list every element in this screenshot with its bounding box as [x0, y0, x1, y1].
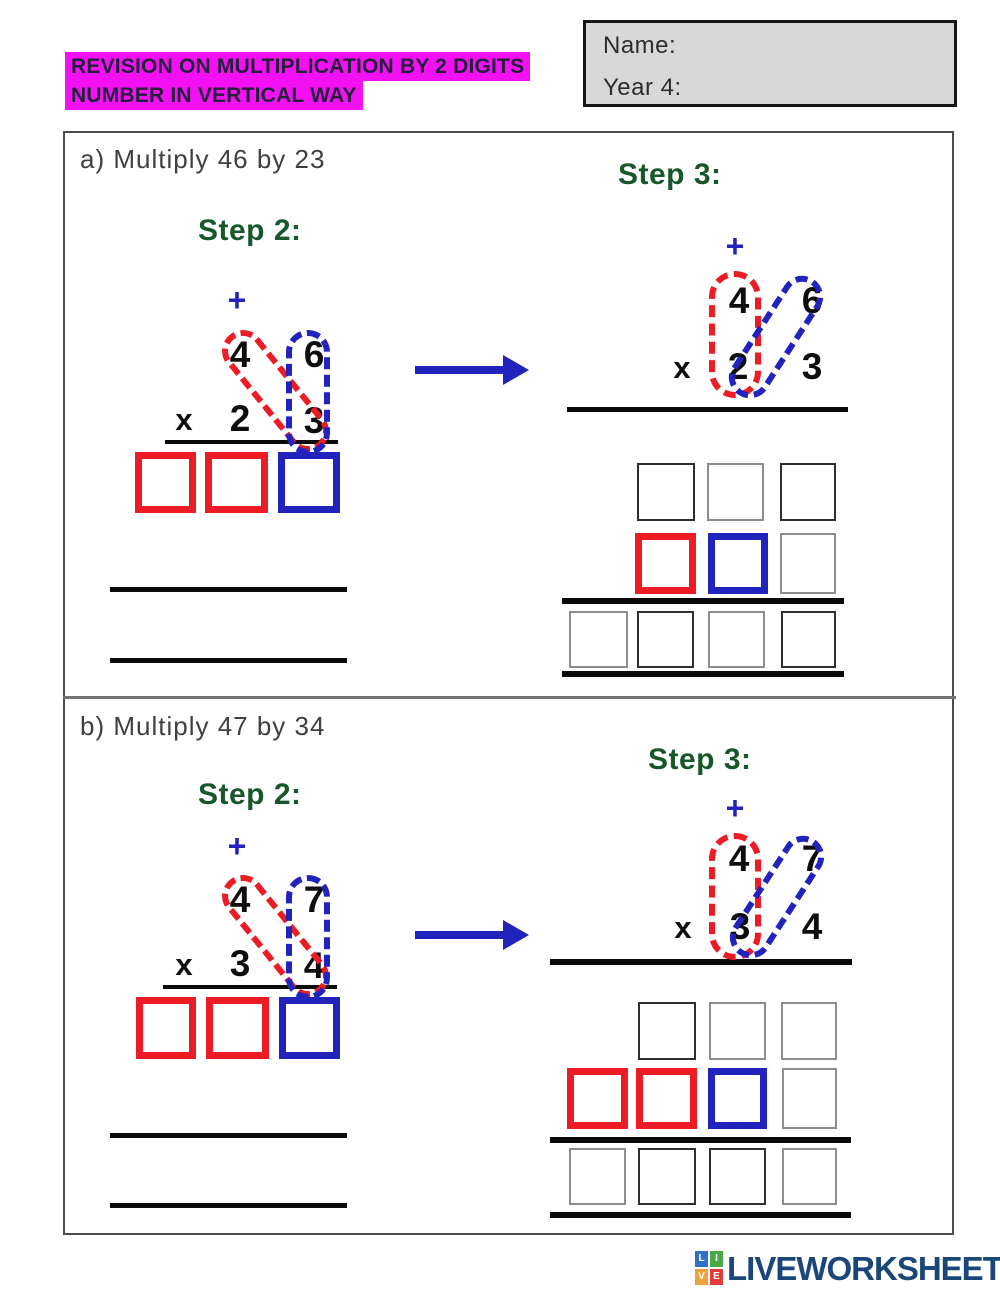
answer-box[interactable]	[637, 611, 694, 668]
equals-line	[165, 440, 338, 444]
answer-box[interactable]	[635, 533, 696, 594]
equals-line	[550, 959, 852, 965]
digit-ones-top: 7	[801, 838, 823, 879]
arrow-right-icon	[503, 920, 529, 950]
sum-line	[562, 598, 844, 604]
answer-box[interactable]	[709, 1002, 766, 1060]
multiply-sign: x	[674, 910, 692, 945]
logo-letter-e: E	[710, 1269, 723, 1285]
answer-box[interactable]	[569, 611, 628, 668]
multiply-sign: x	[175, 402, 193, 437]
red-vertical-oval	[709, 271, 761, 398]
step3-label-a: Step 3:	[618, 158, 722, 191]
digit-ones-bottom: 3	[801, 346, 823, 387]
section-divider	[63, 696, 956, 699]
answer-box[interactable]	[205, 452, 268, 513]
answer-box[interactable]	[206, 997, 269, 1059]
blue-vertical-oval	[286, 330, 330, 455]
answer-box[interactable]	[135, 452, 196, 513]
answer-box[interactable]	[637, 463, 695, 521]
answer-box[interactable]	[638, 1002, 696, 1060]
answer-box[interactable]	[708, 611, 765, 668]
worksheet-title: REVISION ON MULTIPLICATION BY 2 DIGITS N…	[65, 52, 531, 110]
answer-box[interactable]	[136, 997, 196, 1059]
liveworksheets-logo-icon[interactable]: L I V E	[695, 1251, 725, 1286]
year-field[interactable]: Year 4:	[603, 74, 682, 101]
worksheet-title-line2: NUMBER IN VERTICAL WAY	[65, 81, 363, 110]
answer-box[interactable]	[708, 533, 768, 594]
problem-a-title: a) Multiply 46 by 23	[80, 144, 326, 174]
sum-line	[550, 1137, 851, 1143]
multiply-sign: x	[673, 350, 691, 385]
name-year-box: Name: Year 4:	[583, 20, 957, 107]
logo-letter-v: V	[695, 1269, 708, 1285]
answer-line[interactable]	[110, 1203, 347, 1208]
digit-ones-bottom: 4	[801, 906, 823, 947]
sum-line	[550, 1212, 851, 1218]
answer-box[interactable]	[638, 1148, 696, 1205]
plus-sign: +	[725, 228, 745, 264]
answer-line[interactable]	[110, 587, 347, 592]
plus-sign: +	[227, 282, 247, 318]
answer-box[interactable]	[636, 1068, 697, 1129]
plus-sign: +	[725, 790, 745, 826]
arrow-right-icon	[415, 366, 505, 374]
answer-box[interactable]	[780, 463, 836, 521]
step2-label-b: Step 2:	[198, 778, 302, 811]
answer-box[interactable]	[567, 1068, 628, 1129]
digit-tens-top: 4	[229, 334, 251, 375]
problem-b-title: b) Multiply 47 by 34	[80, 711, 326, 741]
multiply-sign: x	[175, 947, 193, 982]
step2-label-a: Step 2:	[198, 214, 302, 247]
answer-box[interactable]	[707, 463, 764, 521]
logo-letter-i: I	[710, 1251, 723, 1267]
answer-box[interactable]	[708, 1068, 767, 1129]
arrow-right-icon	[415, 931, 505, 939]
equals-line	[567, 407, 848, 412]
answer-box[interactable]	[279, 997, 340, 1059]
answer-box[interactable]	[782, 1148, 837, 1205]
answer-box[interactable]	[780, 533, 836, 594]
answer-box[interactable]	[709, 1148, 766, 1205]
plus-sign: +	[227, 828, 247, 864]
worksheet-title-line1: REVISION ON MULTIPLICATION BY 2 DIGITS	[65, 52, 531, 81]
digit-tens-top: 4	[229, 879, 251, 920]
answer-box[interactable]	[781, 611, 836, 668]
answer-line[interactable]	[110, 1133, 347, 1138]
equals-line	[163, 985, 337, 989]
name-field[interactable]: Name:	[603, 32, 677, 59]
liveworksheets-logo-text[interactable]: LIVEWORKSHEETS	[727, 1250, 1000, 1287]
sum-line	[562, 671, 844, 677]
answer-box[interactable]	[278, 452, 340, 513]
answer-box[interactable]	[569, 1148, 626, 1205]
logo-letter-l: L	[695, 1251, 708, 1267]
answer-box[interactable]	[782, 1068, 837, 1129]
arrow-right-icon	[503, 355, 529, 385]
digit-tens-bottom: 3	[229, 943, 251, 984]
red-vertical-oval	[709, 833, 761, 960]
answer-box[interactable]	[781, 1002, 837, 1060]
digit-tens-bottom: 2	[229, 398, 251, 439]
step3-label-b: Step 3:	[648, 743, 752, 776]
blue-vertical-oval	[286, 875, 330, 1000]
answer-line[interactable]	[110, 658, 347, 663]
digit-ones-top: 6	[801, 280, 823, 321]
